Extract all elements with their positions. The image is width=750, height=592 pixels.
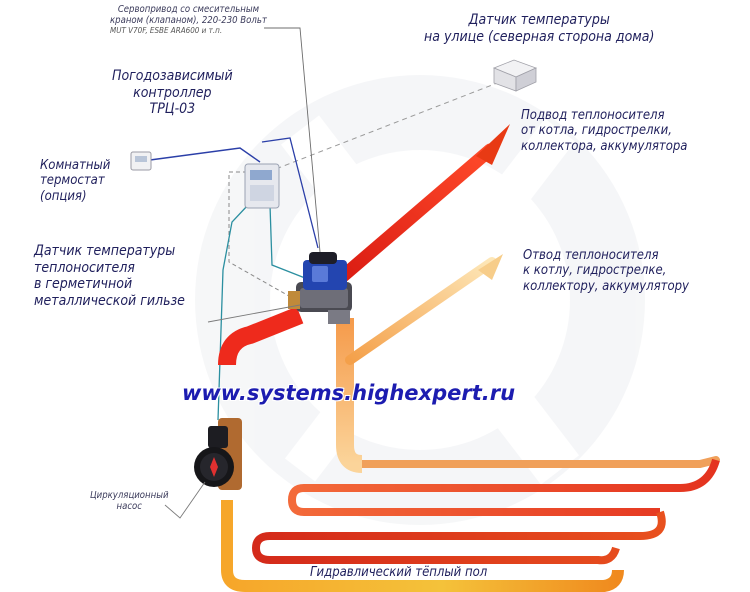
outdoor-sensor-label: Датчик температуры на улице (северная ст… xyxy=(424,12,654,45)
supply-arrow xyxy=(476,124,510,165)
controller-box xyxy=(244,163,280,209)
room-thermostat-label-line1: Комнатный xyxy=(40,158,111,173)
actuator-label-line3: MUT V70F, ESBE ARA600 и т.п. xyxy=(110,26,223,36)
fluid-sensor-label-line1: Датчик температуры xyxy=(34,243,176,259)
outdoor-sensor-cable xyxy=(267,79,506,173)
fluid-sensor-cable xyxy=(228,171,297,301)
supply-label-line3: коллектора, аккумулятора xyxy=(521,138,688,154)
fluid-sensor-leader xyxy=(207,304,301,323)
return-pipe xyxy=(345,257,497,365)
supply-label-line1: Подвод теплоносителя xyxy=(521,108,665,123)
fluid-sensor-label-line4: металлической гильзе xyxy=(34,292,185,309)
outdoor-sensor-device xyxy=(492,59,538,92)
floor-loop-2 xyxy=(251,510,666,565)
return-arrow xyxy=(478,254,503,280)
supply-pipe xyxy=(328,143,497,290)
actuator-unit xyxy=(303,252,347,290)
return-label-line1: Отвод теплоносителя xyxy=(523,248,659,263)
actuator-label-line2: краном (клапаном), 220-230 Вольт xyxy=(110,15,267,27)
controller-label-line2: контроллер xyxy=(133,84,212,101)
return-label-line2: к котлу, гидрострелке, xyxy=(523,263,667,279)
website-url[interactable]: www.systems.highexpert.ru xyxy=(182,381,516,405)
floor-loop-top xyxy=(348,456,720,468)
room-thermostat-label-line3: (опция) xyxy=(40,188,87,204)
room-thermostat-device xyxy=(130,151,152,171)
return-label: Отвод теплоносителя к котлу, гидрострелк… xyxy=(523,248,689,294)
actuator-leader xyxy=(264,27,321,253)
pump-label: Циркуляционный насос xyxy=(90,490,169,512)
thermostat-cable xyxy=(149,147,261,163)
fluid-sensor-label-line2: теплоносителя xyxy=(34,259,135,276)
fluid-sensor-label-line3: в герметичной xyxy=(34,276,133,293)
controller-cable xyxy=(261,137,319,249)
fluid-sensor-label: Датчик температуры теплоносителя в герме… xyxy=(34,243,185,309)
return-riser xyxy=(336,318,363,473)
pump-leader xyxy=(164,481,206,519)
controller-label: Погодозависимый контроллер ТРЦ-03 xyxy=(112,68,233,118)
floor-supply-pipe xyxy=(221,500,624,592)
controller-label-line1: Погодозависимый xyxy=(112,68,233,84)
outdoor-sensor-label-line2: на улице (северная сторона дома) xyxy=(424,28,655,45)
outdoor-sensor-label-line1: Датчик температуры xyxy=(468,12,610,28)
pump-riser-pipe xyxy=(218,306,304,366)
pump-label-line1: Циркуляционный xyxy=(90,490,169,501)
floor-loop-1 xyxy=(287,458,720,516)
floor-label: Гидравлический тёплый пол xyxy=(306,565,492,581)
pump-label-line2: насос xyxy=(116,501,142,513)
return-label-line3: коллектору, аккумулятору xyxy=(523,278,689,294)
circulation-pump xyxy=(194,418,242,490)
supply-label-line2: от котла, гидрострелки, xyxy=(521,123,672,139)
pump-cable xyxy=(217,204,249,421)
actuator-label: Сервопривод со смесительным краном (клап… xyxy=(110,4,267,36)
controller-label-line3: ТРЦ-03 xyxy=(149,101,196,118)
supply-label: Подвод теплоносителя от котла, гидростре… xyxy=(521,108,687,154)
actuator-label-line1: Сервопривод со смесительным xyxy=(117,4,260,15)
room-thermostat-label-line2: термостат xyxy=(40,173,105,189)
controller-down-cable xyxy=(269,204,306,279)
room-thermostat-label: Комнатный термостат (опция) xyxy=(40,158,110,204)
